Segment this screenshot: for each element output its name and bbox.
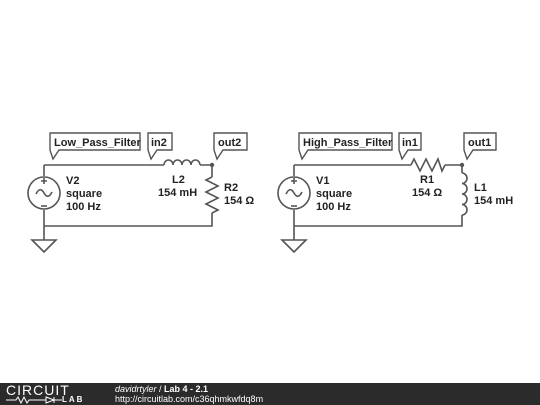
footer-bar: CIRCUIT LAB davidrtyler / Lab 4 - 2.1 ht… (0, 383, 540, 405)
inductor-l1 (461, 172, 468, 216)
wire (445, 164, 463, 173)
out-node-label: out1 (468, 137, 491, 149)
project-url[interactable]: http://circuitlab.com/c36qhmkwfdq8m (115, 394, 264, 404)
voltage-source-v1 (277, 176, 311, 210)
inductor-name: L1 (474, 182, 487, 194)
high-pass-circuit: High_Pass_Filter in1 out1 V1 square 100 … (277, 132, 513, 254)
inductor-value: 154 mH (158, 187, 197, 199)
wire (44, 213, 213, 227)
out-node-label: out2 (218, 137, 241, 149)
source-type: square (316, 188, 352, 200)
project-line: davidrtyler / Lab 4 - 2.1 (115, 384, 208, 394)
flag-label: Low_Pass_Filter (54, 137, 142, 149)
circuitlab-logo[interactable]: CIRCUIT (6, 382, 70, 398)
circuit-name-flag: High_Pass_Filter (298, 132, 393, 161)
source-name: V2 (66, 175, 79, 187)
project-title: Lab 4 - 2.1 (164, 384, 209, 394)
resistor-r1 (410, 156, 446, 174)
low-pass-circuit: Low_Pass_Filter in2 out2 V2 square 100 H… (27, 132, 254, 254)
wire (200, 164, 213, 177)
resistor-value: 154 Ω (224, 195, 254, 207)
junction-dot (459, 162, 465, 168)
source-freq: 100 Hz (316, 201, 351, 213)
author-link[interactable]: davidrtyler (115, 384, 157, 394)
in-node-label: in2 (151, 137, 167, 149)
inductor-l2 (163, 159, 201, 166)
ground-symbol (280, 239, 308, 254)
resistor-r2 (204, 176, 220, 214)
in-node-label: in1 (402, 137, 418, 149)
inductor-name: L2 (172, 174, 185, 186)
input-node-flag: in2 (147, 132, 173, 161)
separator: / (156, 384, 165, 394)
resistor-name: R1 (420, 174, 434, 186)
resistor-value: 154 Ω (412, 187, 442, 199)
ground-symbol (30, 239, 58, 254)
logo-lab-text: LAB (62, 395, 85, 404)
flag-label: High_Pass_Filter (303, 137, 393, 149)
resistor-name: R2 (224, 182, 238, 194)
source-type: square (66, 188, 102, 200)
output-node-flag: out2 (213, 132, 248, 161)
input-node-flag: in1 (398, 132, 422, 161)
wire (294, 215, 463, 227)
voltage-source-v2 (27, 176, 61, 210)
source-name: V1 (316, 175, 329, 187)
output-node-flag: out1 (463, 132, 497, 161)
junction-dot (209, 162, 215, 168)
circuit-name-flag: Low_Pass_Filter (49, 132, 142, 161)
logo-circuit-icon (6, 396, 62, 404)
inductor-value: 154 mH (474, 195, 513, 207)
source-freq: 100 Hz (66, 201, 101, 213)
schematic: Low_Pass_Filter in2 out2 V2 square 100 H… (27, 132, 513, 254)
